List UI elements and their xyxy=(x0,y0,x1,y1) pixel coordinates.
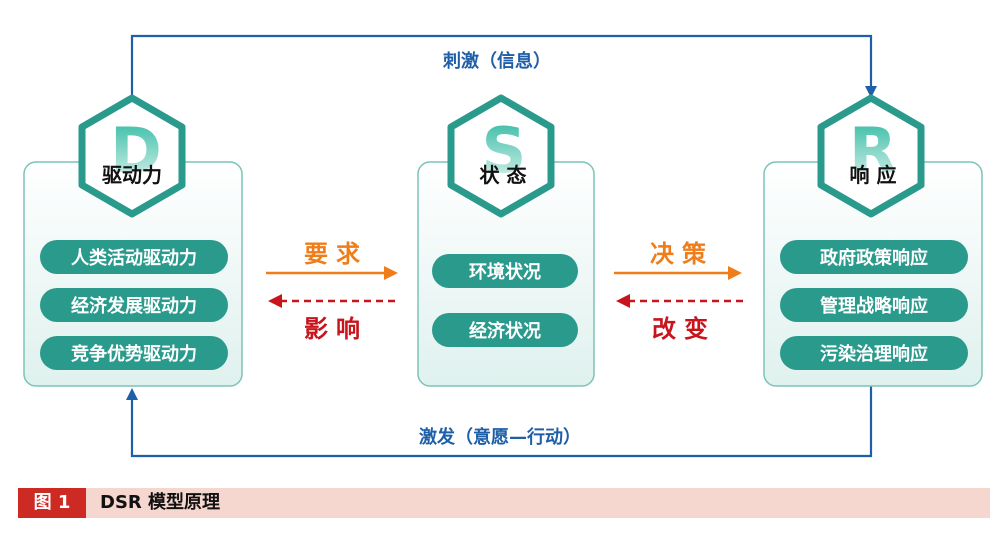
svg-text:人类活动驱动力: 人类活动驱动力 xyxy=(71,247,197,269)
bottom-loop-arrowhead xyxy=(126,388,138,400)
s-to-r-arrow xyxy=(614,266,742,280)
response-label: 响 应 xyxy=(850,163,897,187)
driver-letter: D xyxy=(110,114,161,187)
top-loop-arrowhead xyxy=(865,86,877,98)
driver-item: 人类活动驱动力 xyxy=(40,240,228,274)
state-item: 经济状况 xyxy=(432,313,578,347)
state-label: 状 态 xyxy=(480,163,527,187)
response-item: 管理战略响应 xyxy=(780,288,968,322)
top-loop-label: 刺激（信息） xyxy=(443,50,551,72)
driver-item: 经济发展驱动力 xyxy=(40,288,228,322)
state-letter: S xyxy=(482,114,527,187)
state-hexagon: S 状 态 xyxy=(447,94,555,218)
driver-item: 竞争优势驱动力 xyxy=(40,336,228,370)
r-to-s-label: 改变 xyxy=(652,315,716,343)
s-to-r-label: 决策 xyxy=(650,240,714,268)
driver-hexagon: D 驱动力 xyxy=(78,94,186,218)
response-item: 政府政策响应 xyxy=(780,240,968,274)
r-to-s-arrow xyxy=(616,294,744,308)
s-to-d-arrow xyxy=(268,294,398,308)
d-to-s-label: 要求 xyxy=(304,240,368,268)
bottom-loop xyxy=(126,386,873,458)
response-item: 污染治理响应 xyxy=(780,336,968,370)
svg-text:环境状况: 环境状况 xyxy=(469,261,541,283)
svg-text:竞争优势驱动力: 竞争优势驱动力 xyxy=(71,343,197,365)
svg-text:政府政策响应: 政府政策响应 xyxy=(820,247,928,269)
figure-caption: 图 1 DSR 模型原理 xyxy=(18,488,990,518)
svg-text:经济发展驱动力: 经济发展驱动力 xyxy=(71,295,197,317)
bottom-loop-label: 激发（意愿—行动） xyxy=(419,426,581,448)
driver-label: 驱动力 xyxy=(102,163,162,187)
figure-number-badge: 图 1 xyxy=(18,488,86,518)
figure-title: DSR 模型原理 xyxy=(100,492,221,513)
svg-text:经济状况: 经济状况 xyxy=(469,320,541,342)
response-hexagon: R 响 应 xyxy=(817,94,925,218)
svg-text:污染治理响应: 污染治理响应 xyxy=(820,343,928,365)
d-to-s-arrow xyxy=(266,266,398,280)
top-loop xyxy=(130,34,877,110)
s-to-d-label: 影响 xyxy=(304,315,368,343)
state-item: 环境状况 xyxy=(432,254,578,288)
response-letter: R xyxy=(849,114,897,187)
svg-text:管理战略响应: 管理战略响应 xyxy=(820,295,928,317)
